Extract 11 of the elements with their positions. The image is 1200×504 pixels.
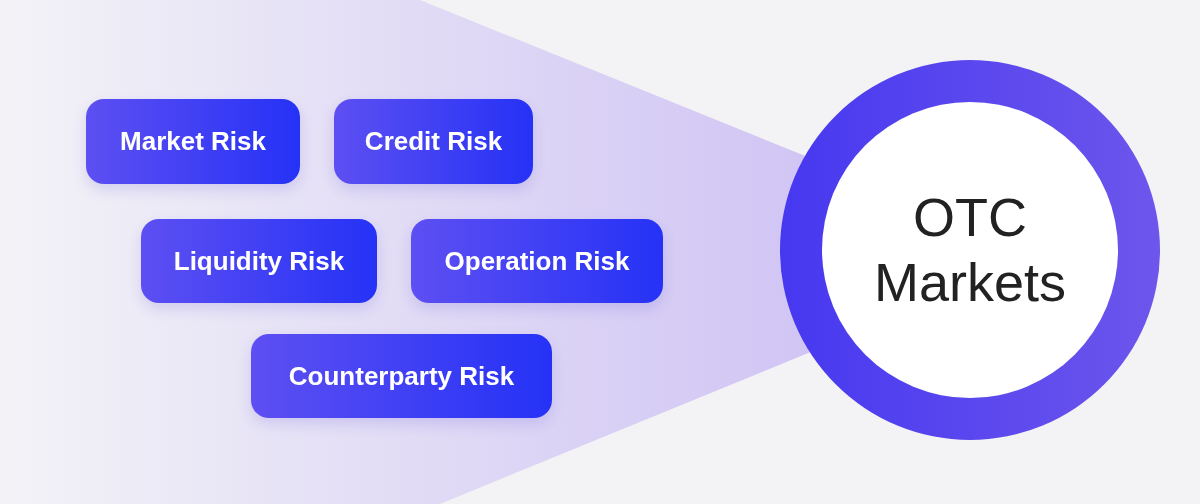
- risk-label: Liquidity Risk: [173, 245, 345, 277]
- risk-box: [411, 219, 663, 303]
- risk-label: Credit Risk: [364, 126, 503, 157]
- risk-box: [334, 99, 533, 184]
- risk-box: [251, 334, 552, 418]
- risk-label: Market Risk: [120, 126, 266, 157]
- risk-label: Counterparty Risk: [288, 360, 515, 392]
- risk-box: [86, 99, 300, 184]
- circle-title: OTC Markets: [872, 186, 1067, 314]
- risk-box: [141, 219, 377, 303]
- risk-label: Operation Risk: [444, 245, 630, 277]
